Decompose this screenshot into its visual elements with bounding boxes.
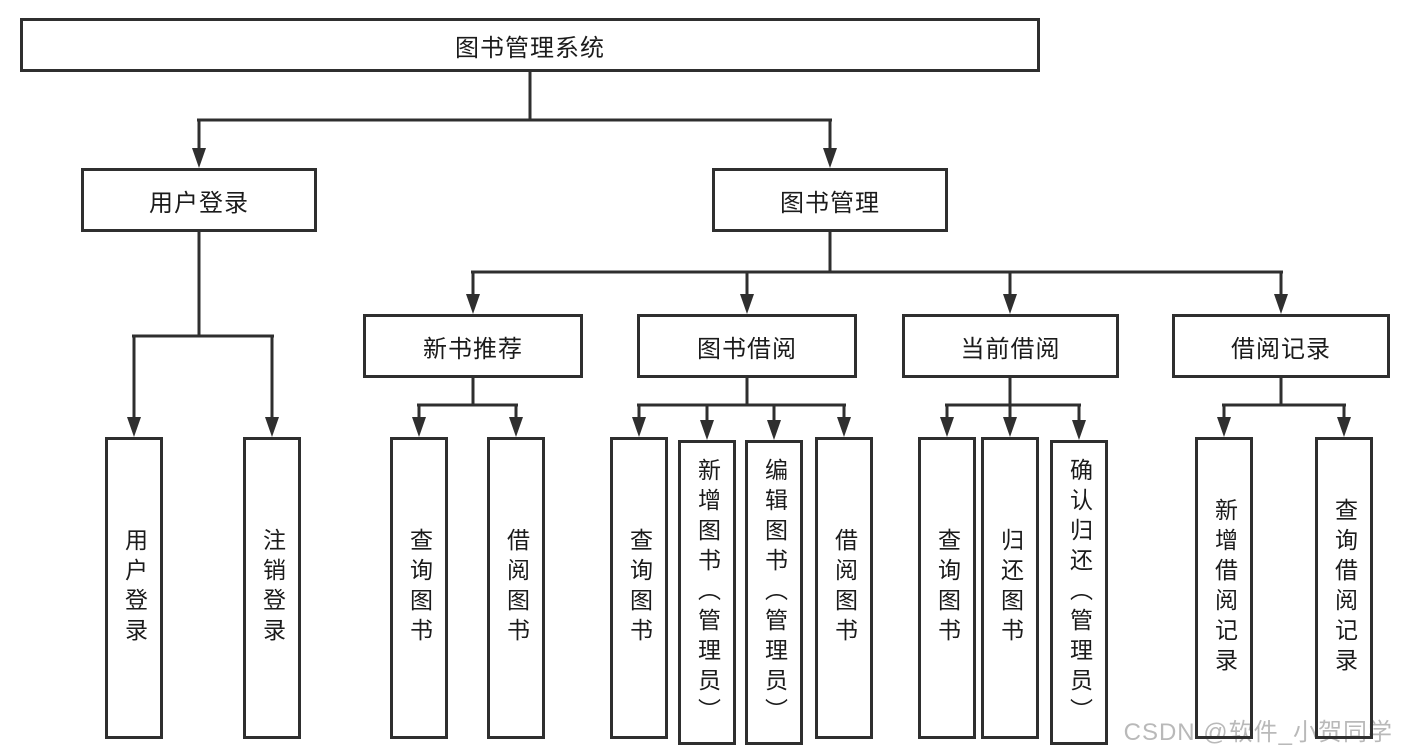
leaf-borrow-book-recommend: 借阅图书 xyxy=(487,437,545,739)
leaf-confirm-return-admin-label: 确认归还（管理员） xyxy=(1066,457,1093,728)
node-user-login-label: 用户登录 xyxy=(149,189,249,217)
node-book-borrow-label: 图书借阅 xyxy=(697,335,797,363)
node-current-borrow: 当前借阅 xyxy=(902,314,1119,378)
leaf-logout-login-label: 注销登录 xyxy=(259,528,286,648)
leaf-borrow-book-borrow: 借阅图书 xyxy=(815,437,873,739)
node-current-borrow-label: 当前借阅 xyxy=(960,335,1061,363)
leaf-user-login-label: 用户登录 xyxy=(121,528,148,648)
leaf-confirm-return-admin: 确认归还（管理员） xyxy=(1050,440,1108,745)
leaf-borrow-book-recommend-label: 借阅图书 xyxy=(503,528,530,648)
node-book-borrow: 图书借阅 xyxy=(637,314,857,378)
leaf-add-book-admin: 新增图书（管理员） xyxy=(678,440,736,745)
leaf-edit-book-admin-label: 编辑图书（管理员） xyxy=(761,457,788,728)
leaf-user-login: 用户登录 xyxy=(105,437,163,739)
node-book-management: 图书管理 xyxy=(712,168,948,232)
node-new-book-recommend: 新书推荐 xyxy=(363,314,583,378)
leaf-query-book-current: 查询图书 xyxy=(918,437,976,739)
node-root-label: 图书管理系统 xyxy=(455,34,605,62)
leaf-query-book-recommend: 查询图书 xyxy=(390,437,448,739)
leaf-query-book-recommend-label: 查询图书 xyxy=(406,528,433,648)
leaf-edit-book-admin: 编辑图书（管理员） xyxy=(745,440,803,745)
leaf-query-borrow-record-label: 查询借阅记录 xyxy=(1331,498,1358,678)
node-root-library-system: 图书管理系统 xyxy=(20,18,1040,72)
leaf-query-book-borrow: 查询图书 xyxy=(610,437,668,739)
leaf-return-book-label: 归还图书 xyxy=(997,528,1024,648)
leaf-add-borrow-record: 新增借阅记录 xyxy=(1195,437,1253,739)
node-new-book-recommend-label: 新书推荐 xyxy=(423,335,523,363)
leaf-add-borrow-record-label: 新增借阅记录 xyxy=(1211,498,1238,678)
leaf-query-book-current-label: 查询图书 xyxy=(934,528,961,648)
node-borrow-records: 借阅记录 xyxy=(1172,314,1390,378)
node-borrow-records-label: 借阅记录 xyxy=(1231,335,1331,363)
leaf-query-borrow-record: 查询借阅记录 xyxy=(1315,437,1373,739)
node-book-management-label: 图书管理 xyxy=(780,189,880,217)
node-user-login: 用户登录 xyxy=(81,168,317,232)
leaf-add-book-admin-label: 新增图书（管理员） xyxy=(694,457,721,728)
leaf-borrow-book-borrow-label: 借阅图书 xyxy=(831,528,858,648)
leaf-logout-login: 注销登录 xyxy=(243,437,301,739)
watermark: CSDN @软件_小贺同学 xyxy=(1123,719,1393,746)
leaf-query-book-borrow-label: 查询图书 xyxy=(626,528,653,648)
leaf-return-book: 归还图书 xyxy=(981,437,1039,739)
